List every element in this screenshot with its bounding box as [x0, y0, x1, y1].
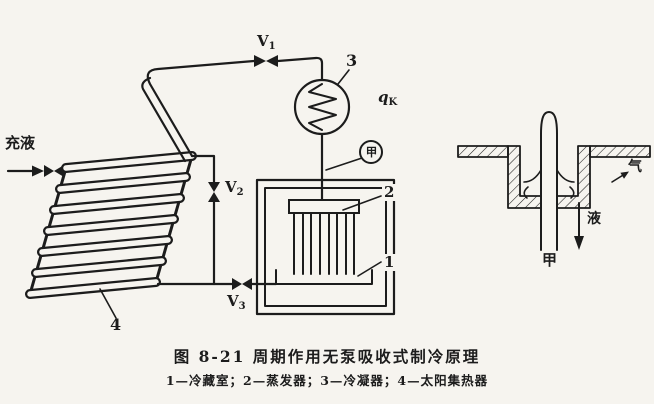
- charge-liquid-label: 充液: [5, 134, 36, 152]
- spray-curl: [523, 186, 529, 199]
- part-number-condenser: 3: [346, 51, 358, 70]
- charge-inlet: [6, 165, 70, 177]
- detail-marker-leader: [325, 157, 363, 171]
- charge-valve-symbol: [44, 165, 54, 177]
- tube-dome-cap: [540, 111, 558, 135]
- valve-v3-label: V3: [227, 292, 246, 312]
- cold-storage-box: [255, 178, 396, 316]
- detail-marker-ring: [359, 140, 383, 164]
- figure-caption-legend: 1—冷藏室；2—蒸发器；3—冷凝器；4—太阳集热器: [165, 373, 489, 388]
- detail-view: [457, 111, 651, 251]
- valve-v2-symbol: [208, 182, 220, 202]
- detail-liquid-label: 液: [587, 211, 601, 227]
- detail-marker-label: 甲: [365, 145, 378, 159]
- solar-collector: [25, 151, 197, 299]
- evaporator-tray: [275, 269, 373, 285]
- detail-marker-caption: 甲: [542, 251, 558, 269]
- evaporator-tubes: [293, 212, 355, 275]
- valve-v3-symbol: [232, 278, 252, 290]
- ceiling-slab-left: [457, 145, 509, 158]
- figure-caption-title: 图 8-21 周期作用无泵吸收式制冷原理: [173, 347, 481, 366]
- pipe-collector-to-v1-wall: [141, 76, 187, 163]
- valve-v2-label: V2: [225, 178, 244, 198]
- leader-part3: [337, 69, 350, 85]
- detail-marker-circle: [325, 140, 383, 171]
- spray-curl: [569, 186, 575, 199]
- collector-tubes: [25, 151, 197, 299]
- spray-skirt: [523, 169, 542, 183]
- detail-gas-label: 气: [628, 159, 642, 175]
- box-outer-wall: [255, 178, 396, 316]
- charge-arrowhead-icon: [32, 165, 44, 177]
- ceiling-slab-right: [589, 145, 651, 158]
- part-number-cold-room: 1: [382, 253, 397, 271]
- heat-rejection-label: qK: [378, 88, 398, 108]
- valve-v1-label: V1: [257, 32, 276, 52]
- leader-part2: [342, 195, 382, 211]
- condenser-coil: [308, 83, 337, 131]
- pipe-to-v2: [190, 154, 216, 184]
- spray-skirt: [556, 169, 575, 183]
- cup-wall-section: [507, 145, 591, 209]
- condenser-shell: [293, 78, 351, 136]
- tube-through-hole: [541, 150, 557, 250]
- valve-v1-symbol: [254, 55, 278, 67]
- gas-flow-arrowhead-icon: [620, 171, 629, 179]
- condenser: [293, 78, 351, 136]
- part-number-collector: 4: [110, 315, 122, 334]
- leader-part1: [357, 261, 382, 277]
- liquid-flow-arrowhead-icon: [574, 236, 584, 250]
- evaporator-header: [288, 199, 360, 214]
- gas-flow-arrow-shaft: [611, 173, 625, 183]
- leader-part4: [99, 288, 117, 319]
- pipework: [141, 56, 324, 286]
- part-number-evaporator: 2: [382, 183, 397, 201]
- part-leader-lines: [99, 69, 382, 319]
- evaporator: [275, 199, 373, 285]
- pipe-collector-to-v1: [146, 59, 256, 158]
- box-inner-wall: [264, 187, 387, 307]
- pipe-v1-to-condenser: [276, 56, 324, 82]
